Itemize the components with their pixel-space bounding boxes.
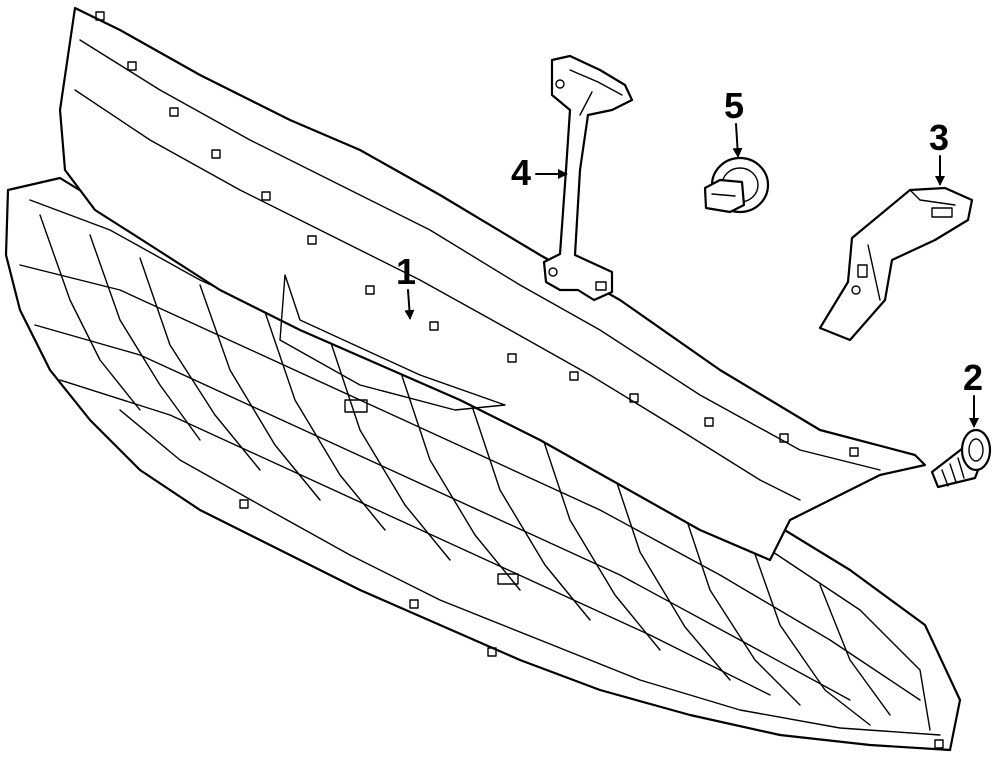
grille-part[interactable] [4, 6, 962, 752]
callout-label-1: 1 [396, 251, 416, 292]
callout-label-3: 3 [929, 117, 949, 158]
callout-5: 5 [724, 85, 744, 158]
clip-part[interactable] [703, 156, 770, 214]
callout-4: 4 [511, 152, 568, 193]
support-part[interactable] [542, 54, 634, 302]
callout-label-5: 5 [724, 85, 744, 126]
callout-label-4: 4 [511, 152, 531, 193]
bracket-part[interactable] [818, 186, 974, 342]
callout-1: 1 [396, 251, 416, 320]
screw-part[interactable] [930, 428, 992, 489]
callout-2: 2 [963, 357, 983, 428]
callout-3: 3 [929, 117, 949, 186]
callout-label-2: 2 [963, 357, 983, 398]
